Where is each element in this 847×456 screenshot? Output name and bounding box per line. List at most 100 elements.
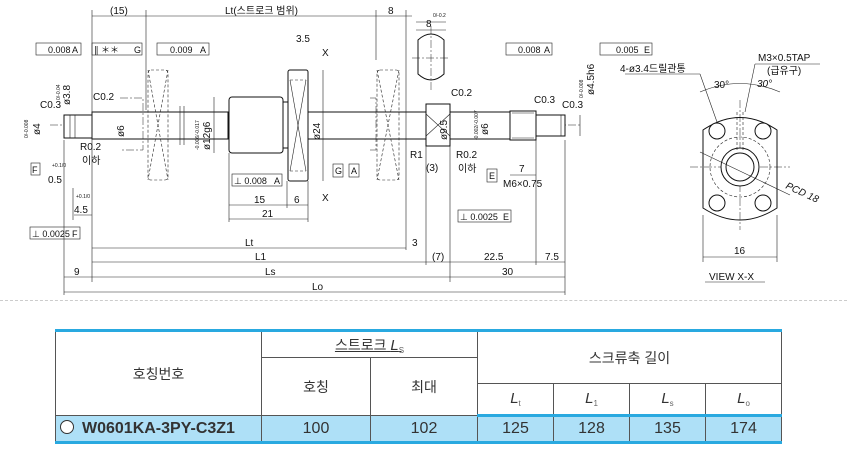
fcf-datum: E	[644, 45, 650, 55]
fcf-value: ⊥ 0.0025	[460, 212, 498, 222]
header-ls: Ls	[629, 383, 706, 417]
fcf-value: ∥ ＊＊	[94, 45, 119, 55]
note-label: 이하	[458, 162, 476, 175]
chamfer-label: C0.3	[534, 95, 556, 106]
pcd-label: PCD 18	[784, 181, 821, 206]
dim-label: 22.5	[484, 252, 504, 263]
datum-f-box	[30, 162, 41, 176]
tolerance-label: 0/-0.008	[579, 79, 585, 98]
header-stroke-max: 최대	[370, 357, 478, 416]
model-cell: W0601KA-3PY-C3Z1	[55, 415, 262, 444]
dim-label: L1	[255, 252, 267, 263]
note-label: 이하	[82, 154, 100, 167]
diameter-label: ø6	[480, 123, 491, 135]
fcf-runout-e	[599, 42, 653, 56]
fcf-value: ⊥ 0.0025	[32, 229, 70, 239]
stroke-nominal-cell: 100	[261, 415, 371, 444]
tap-note: (급유구)	[767, 65, 801, 77]
fcf-perp-e	[457, 209, 512, 223]
angle-label: 30°	[714, 80, 729, 91]
lt-cell: 125	[477, 415, 554, 444]
dim-label: 7.5	[545, 252, 559, 263]
angle-label: 30°	[757, 79, 772, 90]
thread-label: M6×0.75	[503, 179, 543, 190]
tap-note: M3×0.5TAP	[758, 53, 811, 64]
datum-label: F	[32, 165, 38, 175]
fcf-perp-f	[29, 226, 81, 240]
fcf-datum: E	[503, 212, 509, 222]
header-stroke-nominal: 호칭	[261, 357, 371, 416]
diameter-label: ø3.8	[62, 85, 73, 105]
tolerance-label: -0.002/-0.007	[474, 110, 480, 140]
dim-label: (7)	[432, 252, 444, 263]
dim-label: 7	[519, 164, 525, 175]
dim-label: 30	[502, 267, 514, 278]
fcf-datum: A	[72, 45, 78, 55]
fcf-datum: A	[274, 176, 280, 186]
chamfer-label: C0.2	[93, 92, 115, 103]
dim-label: 4.5	[74, 205, 88, 216]
dim-label: 8	[426, 19, 432, 30]
view-x-x	[625, 63, 820, 283]
radius-label: R0.2	[456, 150, 478, 161]
screw-shaft	[63, 103, 566, 147]
fcf-runout-009	[156, 42, 210, 56]
header-l1: L1	[553, 383, 630, 417]
diameter-label: ø4.5h6	[586, 63, 597, 95]
fcf-value: 0.008	[48, 45, 71, 55]
view-title: VIEW X-X	[709, 272, 754, 283]
fcf-value: 0.005	[616, 45, 639, 55]
radius-label: R1	[410, 150, 423, 161]
diameter-label: ø24	[312, 122, 323, 140]
dim-label: 16	[734, 246, 746, 257]
dim-label: 3	[412, 238, 418, 249]
l1-cell: 128	[553, 415, 630, 444]
header-stroke-sub: S	[398, 345, 405, 355]
fcf-value: 0.009	[170, 45, 193, 55]
diameter-label: ø12g6	[202, 121, 213, 150]
datum-e-box	[486, 168, 498, 183]
tolerance-label: +0.1/0	[76, 194, 90, 200]
tolerance-label: -0.006/-0.017	[195, 120, 201, 150]
dim-label: 9	[74, 267, 80, 278]
datum-label: A	[351, 166, 357, 176]
ball-nut	[228, 69, 309, 182]
radius-label: R0.2	[80, 142, 102, 153]
header-lo: Lo	[705, 383, 782, 417]
chamfer-label: C0.2	[451, 88, 473, 99]
model-number: W0601KA-3PY-C3Z1	[82, 419, 235, 437]
table-row: W0601KA-3PY-C3Z1 100 102 125 128 135 174	[55, 415, 782, 444]
fcf-runout-left	[35, 42, 82, 56]
support-bearing-ghost	[120, 69, 400, 181]
diameter-label: ø4	[32, 123, 43, 135]
ball-screw-drawing: 0.008 A ∥ ＊＊ G 0.009 A (15) Lt(스트로크 범위) …	[24, 4, 821, 295]
divider	[0, 300, 847, 301]
fcf-runout-right	[505, 42, 553, 56]
header-screw-length: 스크류축 길이	[477, 329, 782, 384]
header-stroke: 스트로크 LS	[261, 329, 478, 358]
chamfer-label: C0.3	[40, 100, 62, 111]
fcf-value: 0.008	[518, 45, 541, 55]
header-stroke-label: 스트로크	[334, 336, 387, 353]
dim-label: Ls	[265, 267, 276, 278]
datum-label: E	[489, 171, 495, 181]
dim-label: Lt(스트로크 범위)	[225, 4, 298, 17]
stroke-max-cell: 102	[370, 415, 478, 444]
section-mark: X	[322, 48, 329, 59]
fcf-parallel	[91, 42, 143, 56]
dim-label: 6	[294, 195, 300, 206]
fcf-datum: F	[72, 229, 78, 239]
tolerance-label: 0/-0.2	[433, 13, 446, 19]
lo-cell: 174	[705, 415, 782, 444]
diameter-label: ø6	[116, 125, 127, 137]
dim-label: Lo	[312, 282, 324, 293]
tolerance-label: +0.1/0	[52, 163, 66, 169]
dim-label: (3)	[426, 163, 438, 174]
fcf-datum: A	[544, 45, 550, 55]
header-lt: Lt	[477, 383, 554, 417]
select-radio[interactable]	[60, 419, 74, 434]
flat-section-view	[412, 26, 450, 92]
dim-label: 0.5	[48, 175, 62, 186]
dim-label: (15)	[110, 6, 128, 17]
fcf-perp-a	[231, 173, 283, 187]
